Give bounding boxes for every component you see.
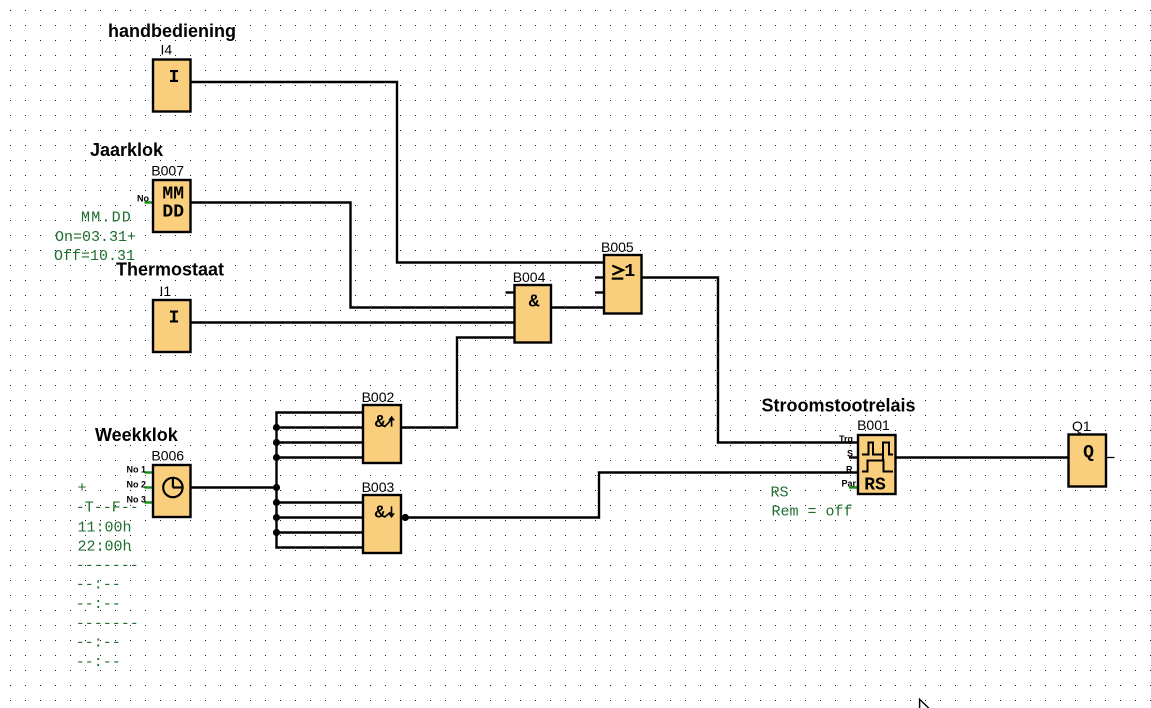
svg-text:Q: Q xyxy=(1083,443,1094,463)
svg-text:-------: ------- xyxy=(76,615,139,632)
svg-text:B001: B001 xyxy=(857,417,890,433)
svg-text:I4: I4 xyxy=(161,42,173,58)
svg-text:+: + xyxy=(78,480,87,497)
svg-text:B005: B005 xyxy=(601,239,634,255)
svg-text:I: I xyxy=(169,68,180,88)
svg-text:Stroomstootrelais: Stroomstootrelais xyxy=(762,396,916,416)
svg-text:Off=10.31: Off=10.31 xyxy=(54,248,135,265)
svg-text:&: & xyxy=(375,413,386,433)
svg-text:No 2: No 2 xyxy=(126,480,146,490)
svg-text:Thermostaat: Thermostaat xyxy=(116,260,224,280)
svg-text:--:--: --:-- xyxy=(76,596,121,613)
svg-text:No 3: No 3 xyxy=(126,495,146,505)
svg-text:Trg: Trg xyxy=(839,434,853,444)
svg-text:22:00h: 22:00h xyxy=(78,538,132,555)
svg-text:B007: B007 xyxy=(151,163,184,179)
svg-text:I: I xyxy=(169,309,180,329)
svg-text:DD: DD xyxy=(162,203,184,223)
svg-text:B006: B006 xyxy=(151,448,184,464)
svg-text:No: No xyxy=(137,193,149,203)
svg-text:On=03.31+: On=03.31+ xyxy=(55,229,136,246)
svg-text:RS: RS xyxy=(864,476,886,496)
svg-text:B003: B003 xyxy=(362,479,395,495)
svg-text:--:--: --:-- xyxy=(76,635,121,652)
svg-text:MM.DD: MM.DD xyxy=(81,210,132,227)
svg-text:--:--: --:-- xyxy=(76,577,121,594)
svg-text:MM: MM xyxy=(162,184,184,204)
svg-text:Rem = off: Rem = off xyxy=(772,504,853,521)
svg-text:Q1: Q1 xyxy=(1072,418,1091,434)
svg-text:Jaarklok: Jaarklok xyxy=(90,140,164,160)
svg-text:RS: RS xyxy=(771,485,789,502)
svg-text:&: & xyxy=(529,293,540,313)
svg-text:B004: B004 xyxy=(513,269,546,285)
svg-text:S: S xyxy=(847,448,853,458)
svg-text:No 1: No 1 xyxy=(126,465,146,475)
svg-text:11:00h: 11:00h xyxy=(78,519,132,536)
svg-text:&: & xyxy=(375,503,386,523)
svg-text:B002: B002 xyxy=(362,389,395,405)
svg-text:--:--: --:-- xyxy=(76,654,121,671)
svg-text:Weekklok: Weekklok xyxy=(95,425,179,445)
svg-text:R: R xyxy=(846,464,853,474)
svg-text:1: 1 xyxy=(624,262,635,282)
svg-text:-------: ------- xyxy=(76,557,139,574)
svg-text:I1: I1 xyxy=(160,283,172,299)
svg-text:Par: Par xyxy=(841,478,856,488)
svg-text:-T--F--: -T--F-- xyxy=(76,500,139,517)
svg-text:handbediening: handbediening xyxy=(108,21,236,41)
